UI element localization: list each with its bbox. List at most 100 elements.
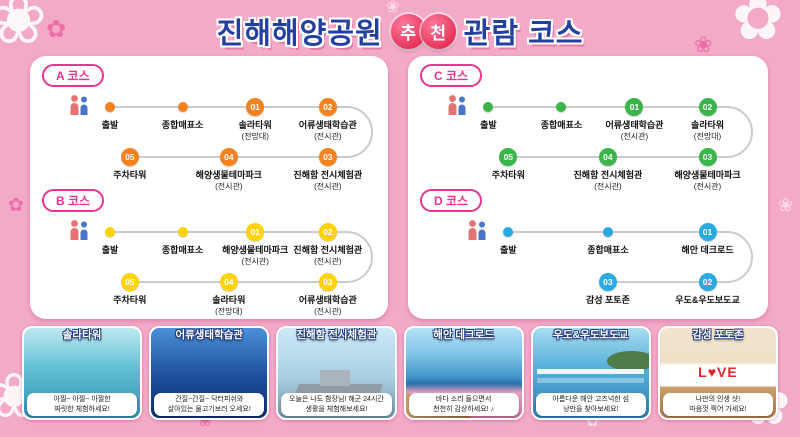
- stop-dot-wrap: [128, 223, 238, 241]
- stop-label: 어류생태학습관: [605, 120, 664, 130]
- stop-label: 어류생태학습관: [298, 295, 357, 305]
- stop-dot-wrap: 03: [553, 273, 663, 291]
- stop-sub-label: (전망대): [241, 132, 269, 141]
- stop-number-marker: 04: [219, 148, 238, 166]
- stop-label: 해양생물테마파크: [222, 245, 289, 255]
- visitors-icon: [67, 94, 91, 121]
- stop-dot: [177, 102, 188, 112]
- stop-dot-wrap: 01: [200, 98, 310, 116]
- stop-label: 주차타워: [491, 170, 525, 180]
- stop-label: 진해함 전시체험관: [573, 170, 643, 180]
- stop-dot-wrap: 03: [273, 273, 383, 291]
- course-d-badge: D 코스: [420, 189, 483, 212]
- card-title: 어류생태학습관: [175, 329, 244, 341]
- card-title: 감성 포토존: [692, 329, 744, 341]
- route-stop: 종합매표소: [128, 223, 238, 256]
- stop-dot-wrap: 05: [75, 273, 185, 291]
- card-caption: 아찔~ 아찔~ 아찔한 짜릿한 체험하세요!: [27, 393, 138, 416]
- blossom-icon: ❀: [778, 195, 794, 215]
- route-line: [110, 106, 373, 158]
- stop-label: 솔라타워: [690, 120, 725, 130]
- course-a-badge: A 코스: [42, 64, 104, 87]
- stop-dot: [105, 227, 115, 237]
- visitors-icon: [465, 219, 489, 246]
- stop-sub-label: (전시관): [693, 182, 722, 191]
- card-udo-footbridge: 우도&우도보도교 아름다운 해안 고즈넉한 섬 낭만을 찾아보세요!: [530, 326, 651, 420]
- stop-number-marker: 03: [698, 148, 717, 166]
- route-stop: 출발: [55, 220, 165, 256]
- page-title: 진해해양공원 추 천 관람 코스: [0, 10, 800, 52]
- stop-dot-wrap: 05: [75, 148, 185, 166]
- visitors-icon: [67, 219, 91, 246]
- stop-sub-label: (전시관): [314, 257, 342, 266]
- stop-number-marker: 02: [318, 223, 337, 241]
- stop-number-marker: 03: [598, 273, 617, 291]
- stop-dot-wrap: 03: [273, 148, 383, 166]
- card-title: 솔라타워: [62, 329, 102, 341]
- stop-dot-wrap: 04: [174, 273, 284, 291]
- card-solar-tower: 솔라타워 아찔~ 아찔~ 아찔한 짜릿한 체험하세요!: [22, 326, 143, 420]
- stop-label: 종합매표소: [587, 245, 629, 255]
- blossom-icon: ✿: [8, 195, 24, 216]
- stop-number-marker: 01: [698, 223, 717, 241]
- stop-dot: [105, 102, 115, 112]
- stop-sub-label: (전시관): [314, 182, 342, 191]
- card-title: 우도&우도보도교: [553, 329, 629, 341]
- route-stop: 종합매표소: [553, 223, 663, 256]
- route-stop: 종합매표소: [128, 98, 238, 131]
- stop-number-marker: 03: [318, 273, 337, 291]
- stop-dot-wrap: [433, 98, 543, 116]
- card-caption: 나만의 인생 샷! 마음껏 찍어 가세요!: [662, 393, 774, 416]
- recommend-stamp: 추 천: [390, 13, 456, 49]
- love-sign: L♥VE: [698, 364, 738, 380]
- stop-dot-wrap: 02: [273, 223, 383, 241]
- route-line: [110, 231, 373, 283]
- stop-dot-wrap: 04: [553, 148, 663, 166]
- stop-dot-wrap: [453, 223, 563, 241]
- stop-dot: [483, 102, 494, 112]
- stop-sub-label: (전시관): [620, 132, 649, 141]
- course-b-badge: B 코스: [42, 189, 105, 212]
- stop-label: 해양생물테마파크: [195, 170, 262, 180]
- card-caption: 바다 소리 들으면서 천천히 감상하세요! ♪: [408, 393, 519, 416]
- stop-sub-label: (전시관): [314, 307, 342, 316]
- stop-dot-wrap: 02: [653, 273, 763, 291]
- card-jinhae-ship-hall: 진해함 전시체험관 오늘은 나도 함장님! 해군 24시간 생활을 체험해보세요…: [276, 326, 397, 420]
- card-caption: 간질~간질~ 닥터피쉬와 살아있는 물고기보러 오세요!: [154, 393, 265, 416]
- stamp-chu: 추: [390, 13, 426, 49]
- stop-number-marker: 02: [698, 98, 717, 116]
- stop-dot-wrap: [553, 223, 663, 241]
- stop-dot-wrap: [506, 98, 616, 116]
- route-stop: 출발: [55, 95, 165, 131]
- stop-label: 출발: [500, 245, 517, 255]
- card-caption: 아름다운 해안 고즈넉한 섬 낭만을 찾아보세요!: [535, 393, 646, 416]
- stop-number-marker: 01: [246, 98, 265, 116]
- stop-dot-wrap: 04: [174, 148, 284, 166]
- stop-number-marker: 05: [120, 273, 139, 291]
- card-title: 진해함 전시체험관: [296, 329, 377, 341]
- stop-dot: [556, 102, 567, 112]
- stop-number-marker: 05: [120, 148, 139, 166]
- card-coastal-deck-road: 해안 데크로드 바다 소리 들으면서 천천히 감상하세요! ♪: [403, 326, 524, 420]
- stop-label: 주차타워: [113, 295, 147, 305]
- stop-number-marker: 01: [246, 223, 265, 241]
- title-suffix: 관람 코스: [463, 18, 584, 50]
- stop-number-marker: 04: [219, 273, 238, 291]
- stop-number-marker: 05: [499, 148, 518, 166]
